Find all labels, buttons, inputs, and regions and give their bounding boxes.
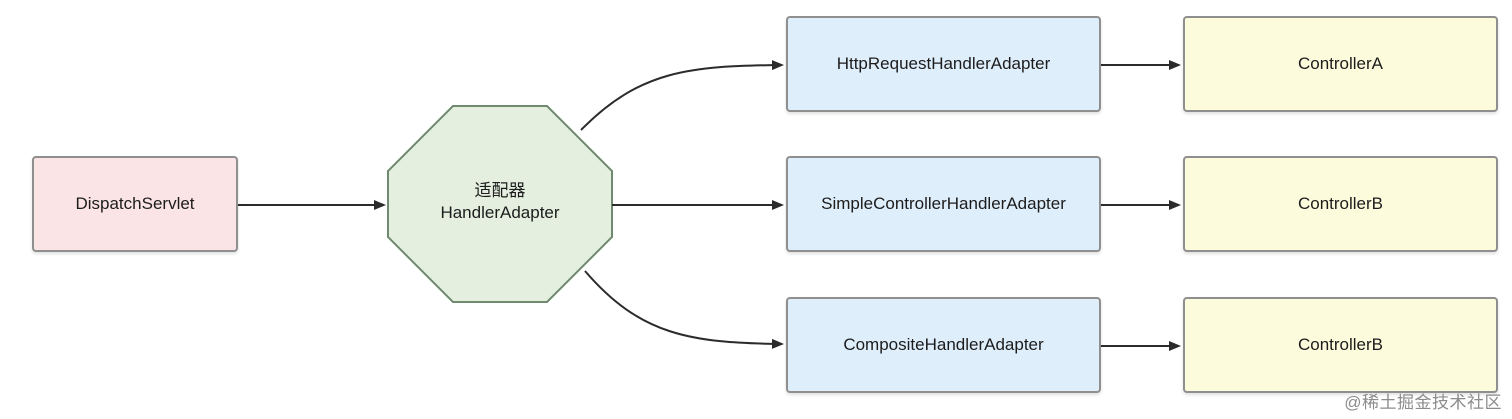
controller-b-node-bottom[interactable]: ControllerB xyxy=(1183,297,1498,393)
dispatch-servlet-label: DispatchServlet xyxy=(75,194,195,213)
dispatch-servlet-node[interactable]: DispatchServlet xyxy=(32,156,238,252)
simple-controller-handler-adapter-label: SimpleControllerHandlerAdapter xyxy=(821,194,1066,213)
handler-adapter-title: 适配器 xyxy=(474,181,526,200)
simple-controller-handler-adapter-node[interactable]: SimpleControllerHandlerAdapter xyxy=(786,156,1101,252)
handler-adapter-subtitle: HandlerAdapter xyxy=(440,203,560,222)
http-request-handler-adapter-node[interactable]: HttpRequestHandlerAdapter xyxy=(786,16,1101,112)
arrow-adapter-to-http xyxy=(580,60,784,131)
controller-b-label-top: ControllerB xyxy=(1297,194,1384,213)
handler-adapter-label: 适配器 HandlerAdapter xyxy=(388,180,612,224)
watermark: @稀土掘金技术社区 xyxy=(1344,393,1502,412)
controller-a-node[interactable]: ControllerA xyxy=(1183,16,1498,112)
controller-b-node-top[interactable]: ControllerB xyxy=(1183,156,1498,252)
handler-adapter-octagon[interactable] xyxy=(387,105,613,303)
arrow-adapter-to-composite xyxy=(584,270,784,349)
controller-b-label-bottom: ControllerB xyxy=(1297,335,1384,354)
controller-a-label: ControllerA xyxy=(1297,54,1384,73)
composite-handler-adapter-node[interactable]: CompositeHandlerAdapter xyxy=(786,297,1101,393)
composite-handler-adapter-label: CompositeHandlerAdapter xyxy=(843,335,1044,354)
http-request-handler-adapter-label: HttpRequestHandlerAdapter xyxy=(836,54,1051,73)
